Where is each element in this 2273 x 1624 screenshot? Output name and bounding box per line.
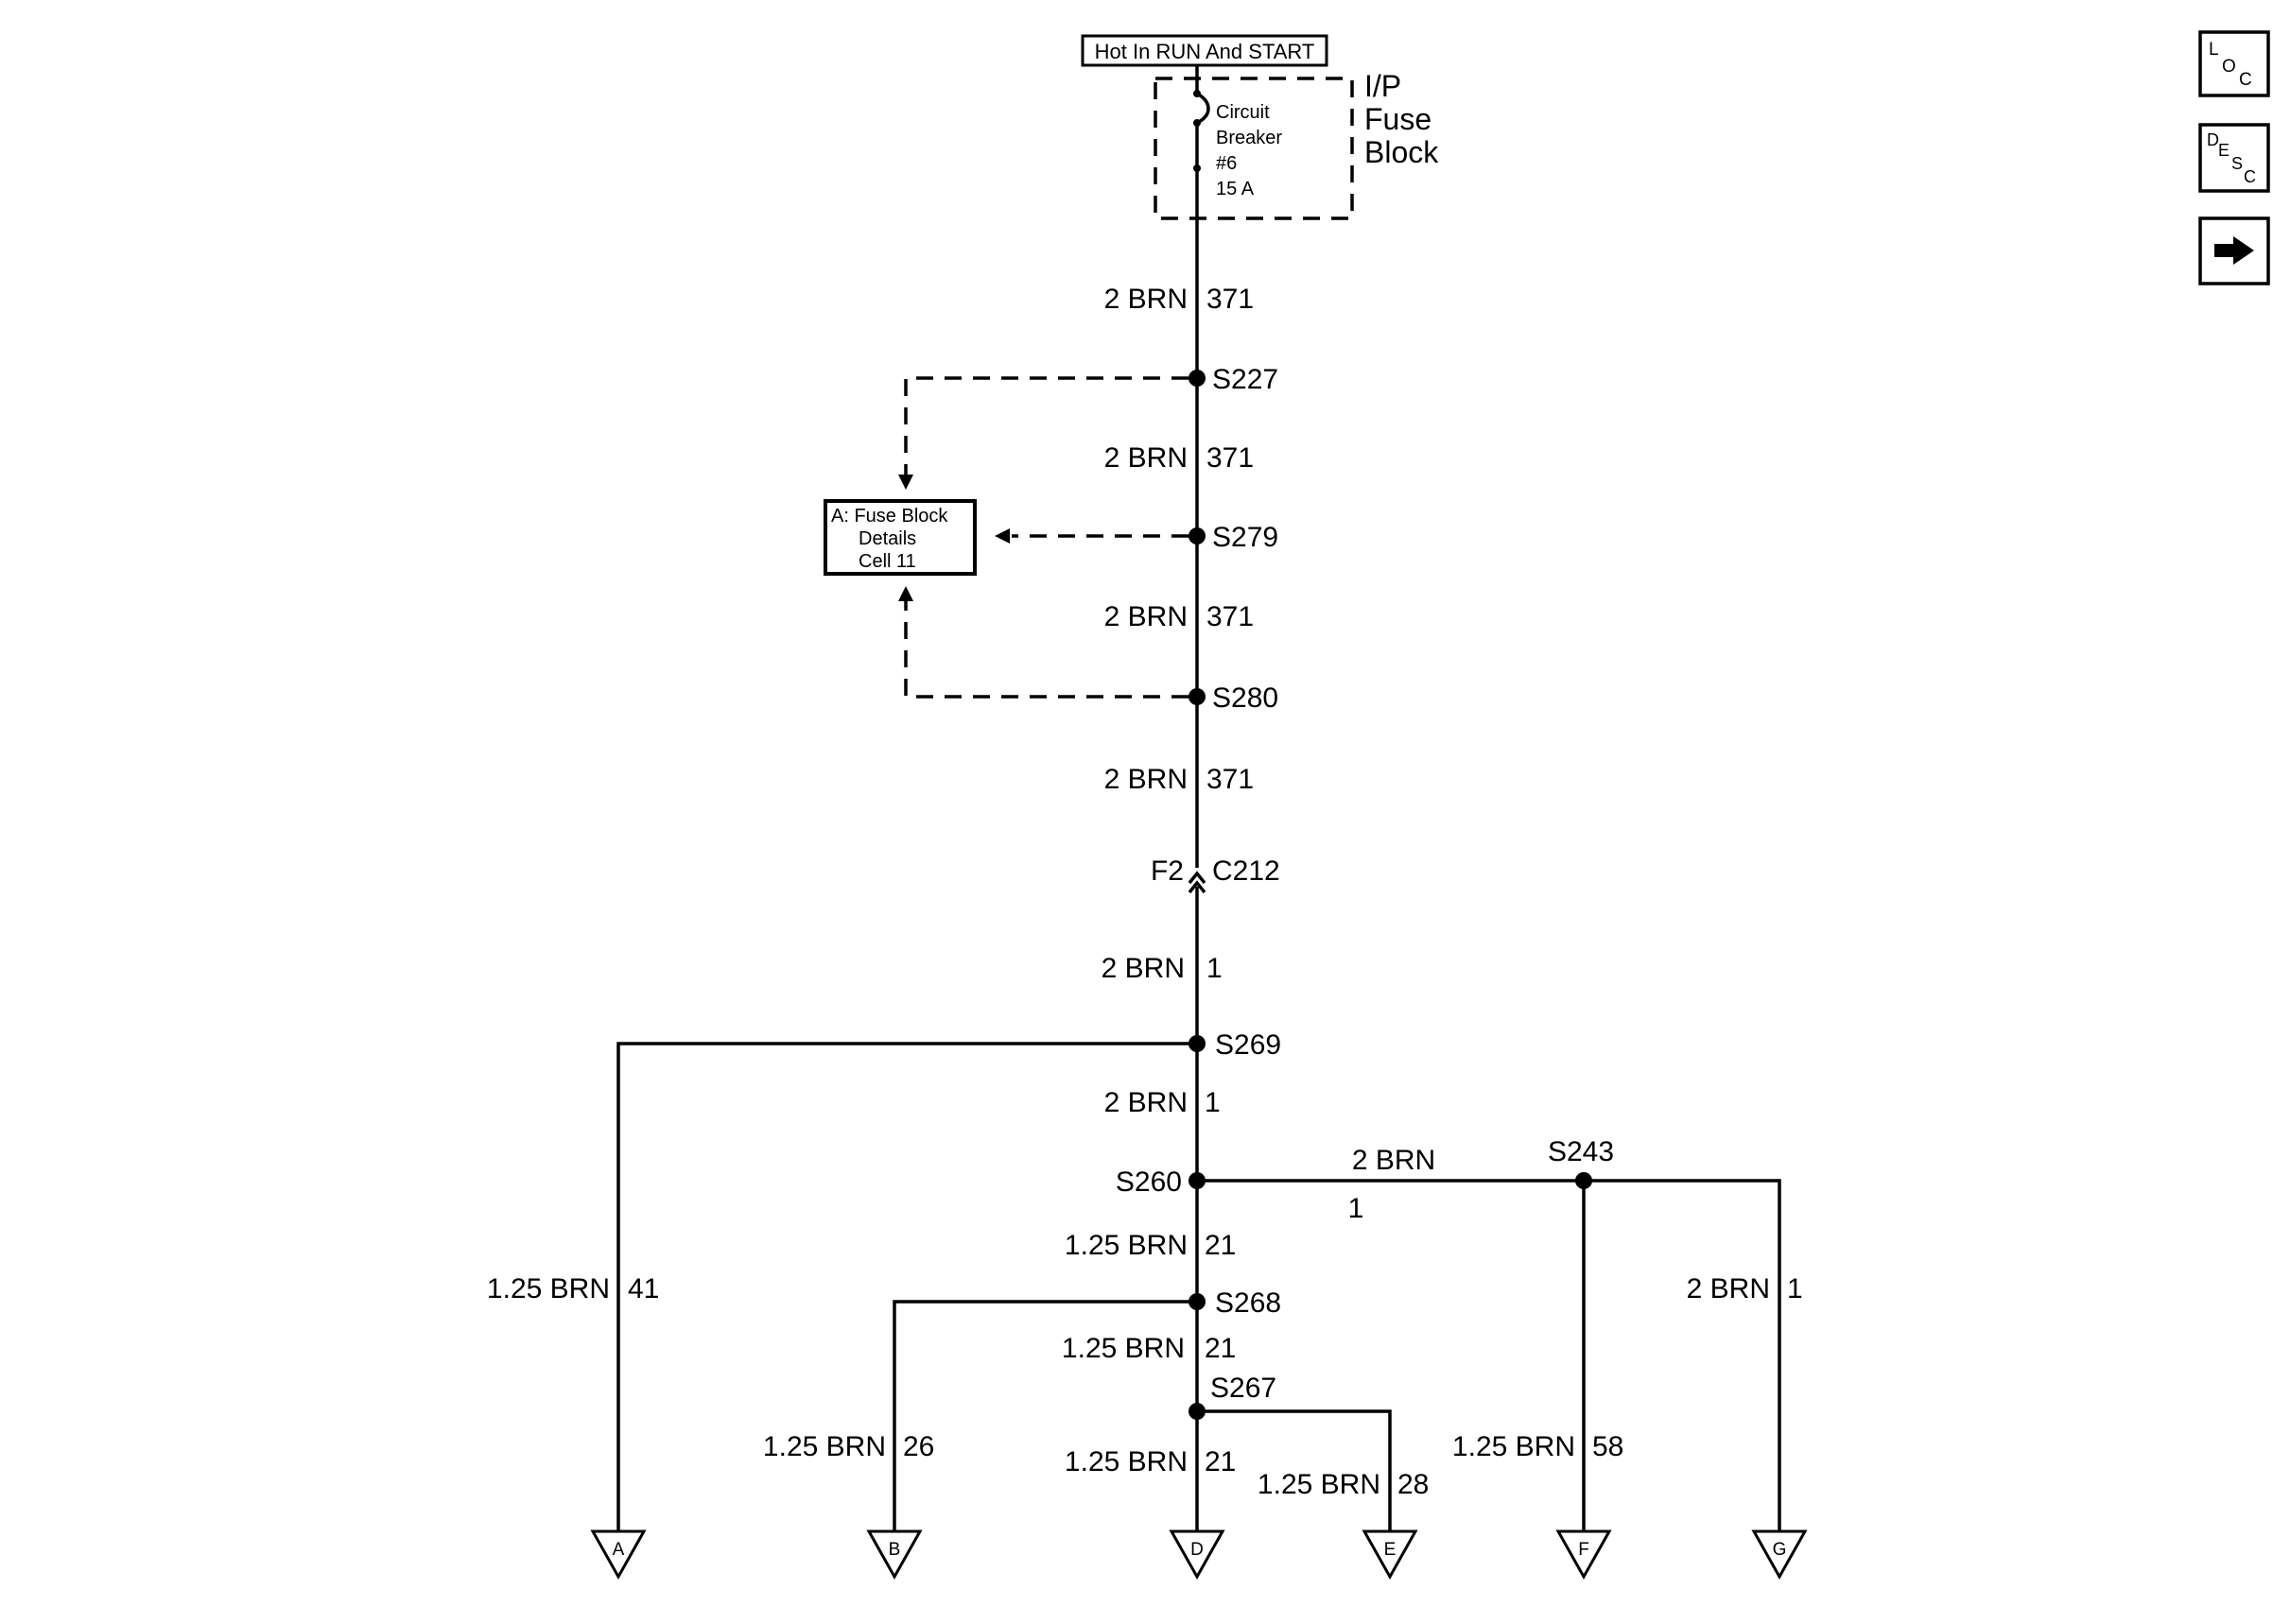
wire-label-gauge: 1.25 BRN (1452, 1431, 1575, 1462)
desc-letter-d: D (2207, 130, 2219, 149)
ground-label: F (1578, 1540, 1589, 1560)
connector-name-label: C212 (1212, 855, 1280, 887)
fuse-block-label-line3: Block (1364, 135, 1439, 169)
ground-b: B (866, 1529, 923, 1581)
desc-letter-e: E (2218, 141, 2230, 160)
reference-line2: Details (859, 528, 916, 549)
wire-label-gauge: 1.25 BRN (1065, 1446, 1188, 1477)
splice-label: S280 (1212, 682, 1278, 714)
reference-line1: A: Fuse Block (831, 506, 948, 527)
fuse-block-label-line2: Fuse (1364, 102, 1431, 136)
breaker-line3: #6 (1216, 153, 1237, 174)
next-page-button[interactable] (2198, 216, 2270, 285)
ground-g: G (1751, 1529, 1808, 1581)
wire-label-gauge: 1.25 BRN (1065, 1230, 1188, 1261)
wire-label-circuit: 371 (1206, 764, 1254, 795)
reference-dashed-lines (898, 376, 1189, 699)
wire-label-gauge: 2 BRN (1687, 1273, 1770, 1304)
wire-label-circuit: 21 (1205, 1230, 1236, 1261)
wire-label-gauge: 1.25 BRN (1062, 1333, 1185, 1364)
fuse-block-outline (1154, 77, 1354, 220)
splice-dot (1189, 688, 1206, 705)
breaker-line1: Circuit (1216, 102, 1270, 123)
wire-label-gauge: 2 BRN (1104, 442, 1188, 474)
ground-label: E (1384, 1540, 1397, 1560)
desc-letter-s: S (2231, 154, 2243, 173)
wire-label-circuit: 1 (1206, 953, 1223, 984)
splice-label: S227 (1212, 364, 1278, 395)
wire-label-circuit: 21 (1205, 1446, 1236, 1477)
splice-dot (1189, 370, 1206, 387)
ground-f: F (1555, 1529, 1612, 1581)
breaker-line4: 15 A (1216, 179, 1255, 199)
power-source-label: Hot In RUN And START (1095, 40, 1315, 63)
splice-label: S243 (1548, 1136, 1614, 1167)
wire-label-circuit: 28 (1397, 1469, 1429, 1500)
wire-label-circuit: 1 (1787, 1273, 1803, 1304)
splice-label: S279 (1212, 522, 1278, 553)
circuit-breaker-symbol (1193, 65, 1210, 172)
desc-letter-c: C (2244, 167, 2256, 186)
wire-label-gauge: 2 BRN (1104, 764, 1188, 795)
wire-label-circuit: 26 (903, 1431, 934, 1462)
reference-line3: Cell 11 (859, 551, 916, 572)
wire-label-circuit: 371 (1206, 442, 1254, 474)
ground-e: E (1362, 1529, 1418, 1581)
wire-label-gauge: 2 BRN (1104, 284, 1188, 315)
loc-letter-o: O (2222, 57, 2236, 77)
ground-label: D (1190, 1540, 1204, 1560)
wire-label-gauge: 1.25 BRN (487, 1273, 610, 1304)
splice-label: S267 (1210, 1373, 1276, 1404)
fuse-block-details-link[interactable]: A: Fuse Block Details Cell 11 (824, 499, 977, 576)
wire-label-circuit: 371 (1206, 284, 1254, 315)
ground-label: A (613, 1540, 625, 1560)
splice-label: S269 (1215, 1029, 1281, 1061)
location-button[interactable]: L O C (2198, 30, 2270, 97)
power-source-box (1081, 34, 1328, 67)
wire-label-gauge: 2 BRN (1104, 1087, 1188, 1118)
wire-label-circuit: 21 (1205, 1333, 1236, 1364)
ground-label: B (889, 1540, 901, 1560)
splice-label: S260 (1116, 1166, 1182, 1198)
wire-label-circuit: 41 (628, 1273, 659, 1304)
breaker-line2: Breaker (1216, 128, 1282, 148)
wire-label-gauge: 2 BRN (1104, 601, 1188, 632)
description-button[interactable]: D E S C (2198, 123, 2270, 193)
wire-label-circuit: 1 (1205, 1087, 1221, 1118)
branch-g-wire (1197, 1179, 1781, 1539)
fuse-block-label-line1: I/P (1364, 69, 1401, 103)
wire-label-circuit: 1 (1348, 1193, 1364, 1224)
ground-d: D (1169, 1529, 1225, 1581)
wire-label-circuit: 58 (1592, 1431, 1623, 1462)
splice-dot (1189, 527, 1206, 544)
loc-letter-l: L (2209, 40, 2219, 60)
wire-label-circuit: 371 (1206, 601, 1254, 632)
loc-letter-c: C (2239, 70, 2252, 90)
wire-label-gauge: 2 BRN (1352, 1145, 1435, 1176)
branch-a-wire (616, 1042, 1197, 1539)
wire-label-gauge: 1.25 BRN (1258, 1469, 1380, 1500)
connector-pin-label: F2 (1151, 855, 1184, 887)
connector-symbol (1188, 871, 1206, 894)
wire-label-gauge: 1.25 BRN (763, 1431, 886, 1462)
splice-label: S268 (1215, 1287, 1281, 1319)
branch-b-wire (893, 1300, 1197, 1539)
branch-e-wire (1197, 1409, 1392, 1539)
arrow-right-icon (2214, 236, 2254, 265)
wire-label-gauge: 2 BRN (1102, 953, 1185, 984)
ground-a: A (590, 1529, 647, 1581)
ground-label: G (1773, 1540, 1787, 1560)
